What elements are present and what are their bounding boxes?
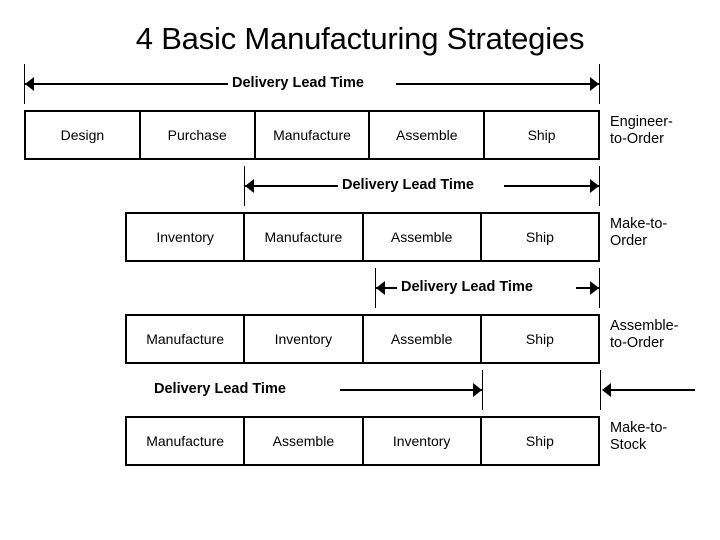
dimension-tick-left bbox=[244, 166, 245, 206]
stage-strip-assemble-to-order: Manufacture Inventory Assemble Ship bbox=[125, 314, 600, 364]
stage-cell[interactable]: Assemble bbox=[363, 214, 482, 260]
dimension-line-left bbox=[340, 389, 482, 391]
arrowhead-right-icon bbox=[590, 179, 599, 193]
arrowhead-right-icon bbox=[590, 281, 599, 295]
arrowhead-left-icon bbox=[25, 77, 34, 91]
arrowhead-right-icon bbox=[590, 77, 599, 91]
stage-cell[interactable]: Manufacture bbox=[245, 214, 364, 260]
dimension-tick-left bbox=[375, 268, 376, 308]
stage-cell[interactable]: Assemble bbox=[363, 316, 482, 362]
stage-cell[interactable]: Design bbox=[26, 112, 141, 158]
lead-time-label: Delivery Lead Time bbox=[150, 378, 290, 400]
stage-strip-engineer-to-order: Design Purchase Manufacture Assemble Shi… bbox=[24, 110, 600, 160]
lead-time-label: Delivery Lead Time bbox=[228, 72, 368, 94]
strategy-label-assemble-to-order: Assemble- to-Order bbox=[610, 318, 679, 351]
stage-cell[interactable]: Ship bbox=[481, 316, 598, 362]
stage-cell[interactable]: Purchase bbox=[140, 112, 256, 158]
lead-time-label: Delivery Lead Time bbox=[338, 174, 478, 196]
dimension-line-left bbox=[25, 83, 229, 85]
arrowhead-left-icon bbox=[245, 179, 254, 193]
lead-time-label: Delivery Lead Time bbox=[397, 276, 537, 298]
arrowhead-left-icon bbox=[602, 383, 611, 397]
lead-time-annotation-make-to-order: Delivery Lead Time bbox=[244, 166, 600, 206]
strategy-label-make-to-order: Make-to- Order bbox=[610, 216, 668, 249]
stage-strip-make-to-stock: Manufacture Assemble Inventory Ship bbox=[125, 416, 600, 466]
lead-time-annotation-make-to-stock: Delivery Lead Time bbox=[150, 370, 695, 410]
dimension-line-right bbox=[396, 83, 599, 85]
stage-cell[interactable]: Ship bbox=[481, 214, 598, 260]
stage-cell[interactable]: Inventory bbox=[127, 214, 246, 260]
arrowhead-left-icon bbox=[376, 281, 385, 295]
strategy-label-engineer-to-order: Engineer- to-Order bbox=[610, 114, 673, 147]
stage-cell[interactable]: Ship bbox=[485, 112, 598, 158]
dimension-line-left bbox=[245, 185, 339, 187]
dimension-tick-right bbox=[599, 268, 600, 308]
arrowhead-right-icon bbox=[473, 383, 482, 397]
dimension-tick-left bbox=[24, 64, 25, 104]
stage-cell[interactable]: Assemble bbox=[245, 418, 364, 464]
stage-cell[interactable]: Ship bbox=[481, 418, 598, 464]
stage-strip-make-to-order: Inventory Manufacture Assemble Ship bbox=[125, 212, 600, 262]
dimension-tick-right bbox=[599, 64, 600, 104]
dimension-tick-right bbox=[600, 370, 601, 410]
stage-cell[interactable]: Assemble bbox=[370, 112, 486, 158]
dimension-line-right bbox=[504, 185, 599, 187]
lead-time-annotation-assemble-to-order: Delivery Lead Time bbox=[375, 268, 600, 308]
dimension-tick-right bbox=[599, 166, 600, 206]
page-title: 4 Basic Manufacturing Strategies bbox=[135, 21, 585, 56]
dimension-line-right bbox=[611, 389, 695, 391]
stage-cell[interactable]: Manufacture bbox=[127, 418, 246, 464]
stage-cell[interactable]: Inventory bbox=[245, 316, 364, 362]
strategy-label-make-to-stock: Make-to- Stock bbox=[610, 420, 668, 453]
stage-cell[interactable]: Manufacture bbox=[127, 316, 246, 362]
stage-cell[interactable]: Manufacture bbox=[255, 112, 371, 158]
stage-cell[interactable]: Inventory bbox=[363, 418, 482, 464]
dimension-line-right bbox=[576, 287, 599, 289]
lead-time-annotation-engineer-to-order: Delivery Lead Time bbox=[24, 64, 600, 104]
dimension-line-left bbox=[376, 287, 398, 289]
dimension-tick-left bbox=[482, 370, 483, 410]
